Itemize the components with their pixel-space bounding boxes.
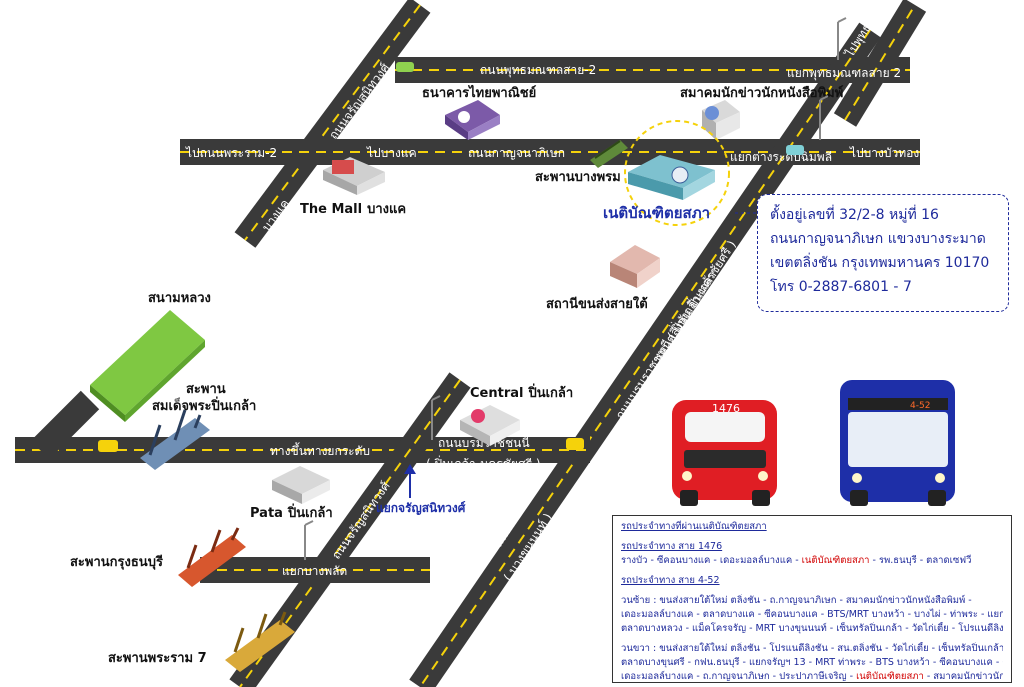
label-scb: ธนาคารไทยพาณิชย์ [422,84,536,101]
bang-phrom-bridge-icon [590,140,628,168]
rama7-bridge-icon [225,611,295,672]
label-bridge-bang-phrom: สะพานบางพรม [535,170,621,185]
label-bridge-pinklao-1: สะพาน [186,382,226,397]
label-journalists: สมาคมนักข่าวนักหนังสือพิมพ์ [680,85,843,101]
route-1476-stops: รางบัว - ซีคอนบางแค - เดอะมอลล์บางแค - เ… [621,555,972,566]
route-4-52-header: รถประจำทาง สาย 4-52 [621,575,720,586]
route-4-52-line: เดอะมอลล์บางแค - ตลาดบางแค - ซีคอนบางแค … [621,609,1003,620]
label-sanam-luang: สนามหลวง [148,291,211,306]
street-lamp-icon [431,395,441,440]
label-kanchanaphisek: ถนนกาญจนาภิเษก [468,146,565,160]
route-4-52-line: วนซ้าย : ขนส่งสายใต้ใหม่ ตลิ่งชัน - ถ.กา… [621,595,972,606]
the-mall-icon [323,157,385,195]
label-charan-junction: แยกจรัญสนิทวงศ์ [376,501,466,515]
route-4-52-line: วนขวา : ขนส่งสายใต้ใหม่ ตลิ่งชัน - โปรแน… [621,643,1003,654]
address-line-3: เขตตลิ่งชัน กรุงเทพมหานคร 10170 [770,255,990,271]
car-icon [786,145,804,155]
car-icon [396,62,414,72]
red-bus-1476-icon [672,400,777,506]
address-phone: โทร 0-2887-6801 - 7 [770,279,912,295]
scb-bank-icon [445,100,500,140]
label-school: เนติบัณฑิตยสภา [603,204,710,222]
bus-routes-box: รถประจำทางที่ผ่านเนติบัณฑิตยสภา รถประจำท… [612,515,1012,683]
street-lamp-icon [819,95,829,140]
address-box: ตั้งอยู่เลขที่ 32/2-8 หมู่ที่ 16 ถนนกาญจ… [757,194,1009,312]
sanam-luang-park-icon [90,310,205,422]
route-1476-header: รถประจำทาง สาย 1476 [621,541,723,552]
label-to-bangkhae: ไปบางแค [366,146,417,160]
journalists-association-icon [702,100,740,140]
pata-mall-icon [272,466,330,504]
car-icon [98,440,118,452]
route-4-52-line: ตลาดบางหลวง - แม็คโครจรัญ - MRT บางขุนนน… [621,623,1003,634]
label-bridge-krung-thon: สะพานกรุงธนบุรี [70,554,163,570]
label-phutthamonthon-junction: แยกพุทธมณฑลสาย 2 [787,66,901,81]
street-lamp-icon [304,520,314,560]
blue-bus-number: 4-52 [910,401,930,411]
label-borommaratchachonnani-h: ถนนบรมราชชนนี [438,436,530,450]
route-4-52-line: ตลาดบางขุนศรี - กฟน.ธนบุรี - แยกจรัญฯ 13… [621,657,1003,668]
krung-thon-bridge-icon [178,527,246,587]
label-expressway-ramp: ทางขึ้นทางยกระดับ [270,442,370,458]
label-bus-terminal: สถานีขนส่งสายใต้ [546,295,648,312]
pinklao-bridge-icon [140,409,210,470]
street-lamp-icon [837,17,847,60]
label-bridge-rama7: สะพานพระราม 7 [108,651,207,666]
bus-terminal-icon [610,245,660,288]
label-phutthamonthon-2: ถนนพุทธมณฑลสาย-2 [480,63,596,78]
blue-bus-4-52-icon [840,380,955,506]
red-bus-number: 1476 [712,402,740,415]
label-tangchuan-junction: แยกต่างระดับฉิมพลี [730,150,832,164]
address-line-1: ตั้งอยู่เลขที่ 32/2-8 หมู่ที่ 16 [770,207,939,223]
route-4-52-line: เดอะมอลล์บางแค - ถ.กาญจนาภิเษก - ประปาภา… [621,671,1003,682]
label-pinklao-nakhonchaisri: ( ปิ่นเกล้า-นครชัยศรี ) [426,455,541,471]
label-to-bangbuathong: ไปบางบัวทอง [849,146,919,160]
label-to-rama2: ไปถนนพระราม-2 [185,146,277,160]
label-charan-road: ถนนจรัญสนิทวงศ์ [329,479,393,562]
car-icon [566,438,584,450]
routes-title: รถประจำทางที่ผ่านเนติบัณฑิตยสภา [621,521,767,532]
label-bridge-pinklao-2: สมเด็จพระปิ่นเกล้า [152,396,256,414]
label-bang-phlat-junction: แยกบางพลัด [282,564,347,578]
address-line-2: ถนนกาญจนาภิเษก แขวงบางระมาด [770,231,986,247]
central-mall-icon [460,405,520,446]
school-building-icon [628,155,715,200]
school-highlight-circle [624,120,730,226]
